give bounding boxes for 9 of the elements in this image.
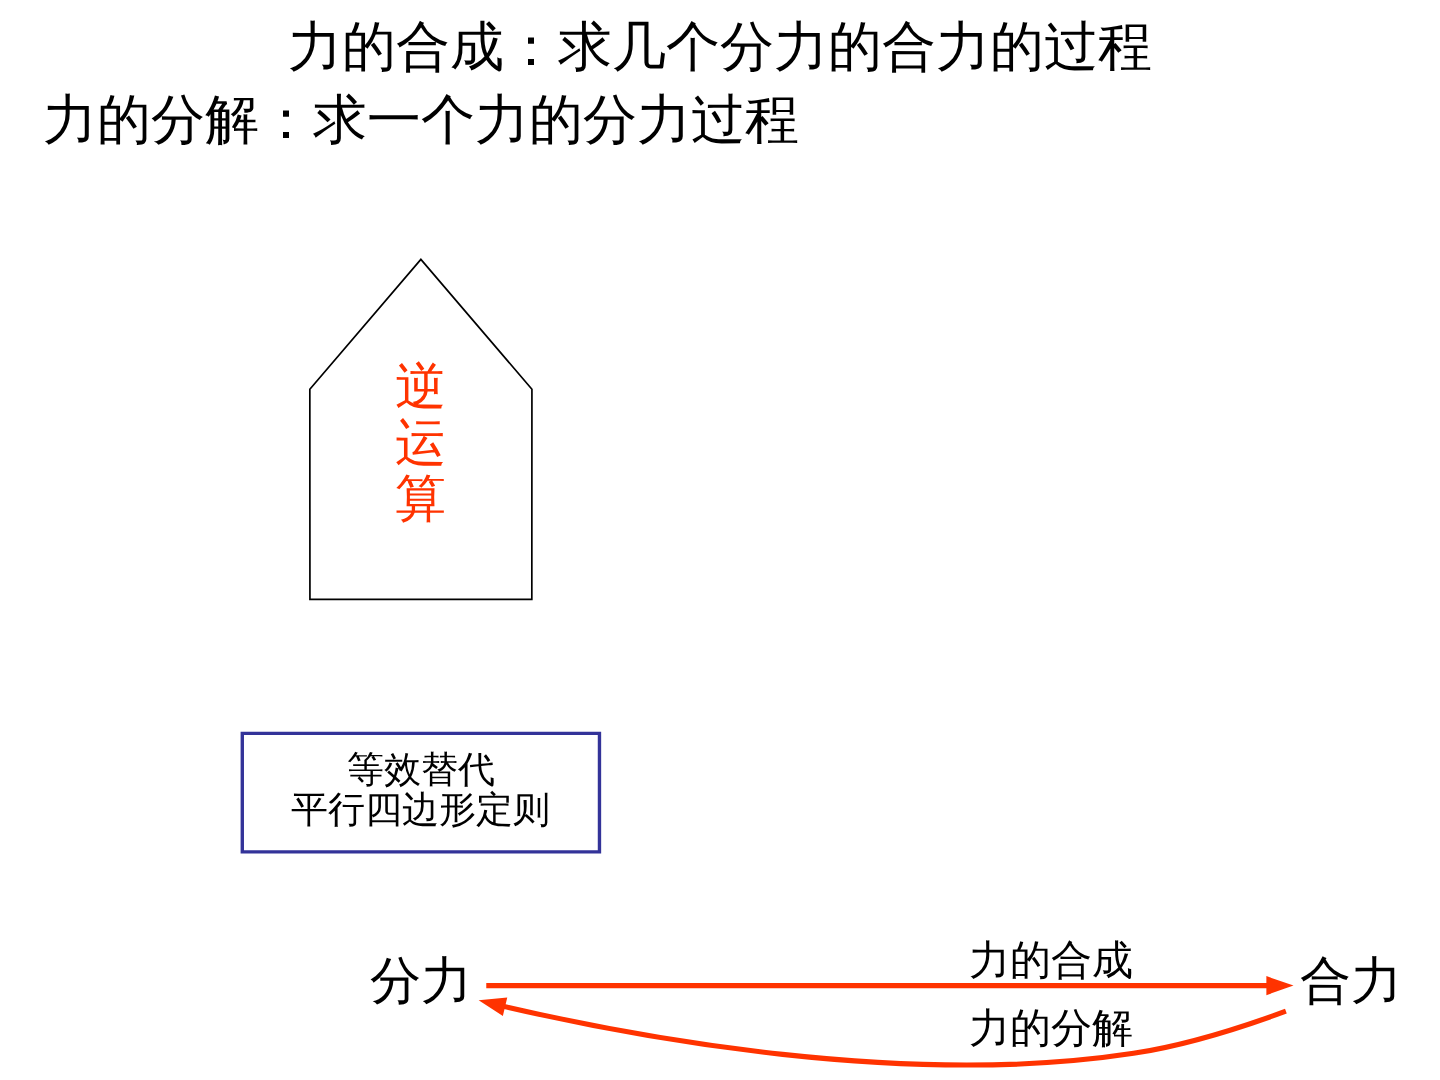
node-text: 分力 (369, 951, 472, 1011)
node-text: 合力 (1299, 951, 1402, 1011)
edge-label: 力的分解 (968, 1003, 1133, 1052)
arrow (485, 976, 1293, 996)
arrow (478, 997, 1287, 1068)
node-box: 等效替代 平行四边形定则 (240, 731, 601, 854)
edge-label: 力的合成 (968, 936, 1133, 985)
diagram-title: 力的合成：求几个分力的合力的过程 (288, 14, 1152, 78)
caption: 力的分解：求一个力的分力过程 (42, 87, 799, 151)
